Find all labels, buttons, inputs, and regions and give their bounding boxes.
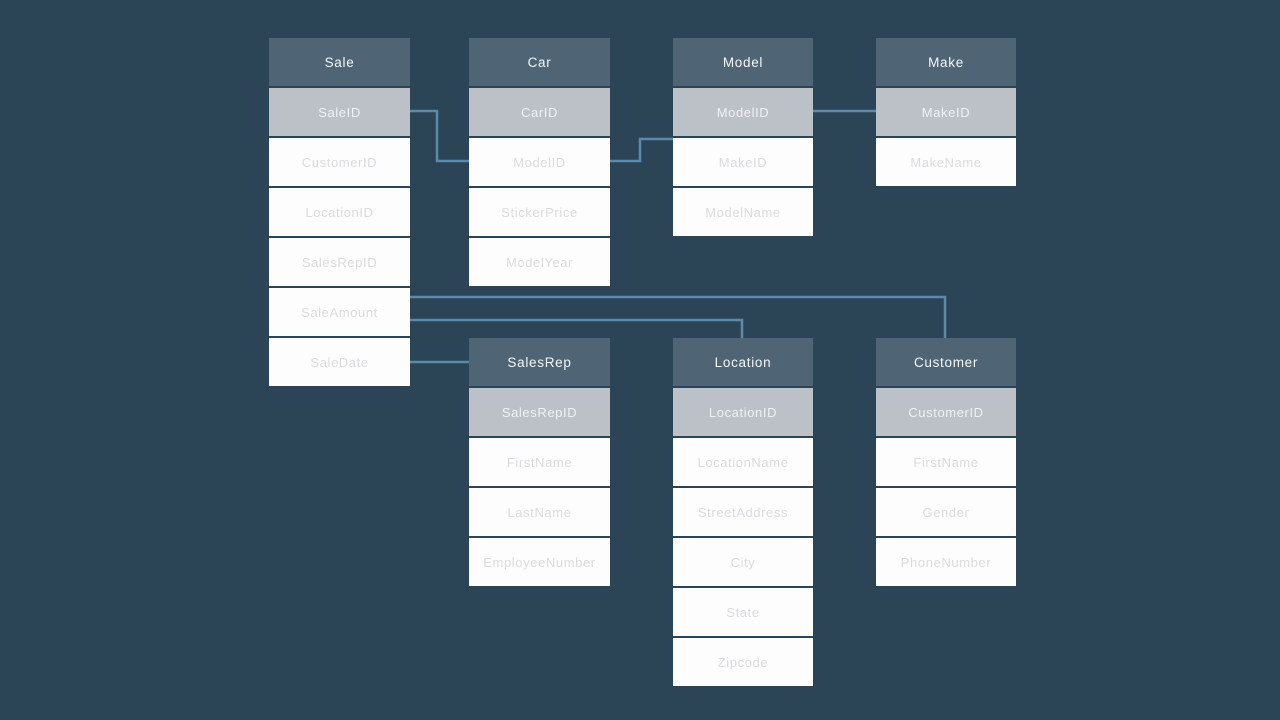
field-label: StickerPrice <box>501 204 578 220</box>
table-header: Car <box>469 38 610 86</box>
field-salesrep-salesrepid: SalesRepID <box>469 388 610 436</box>
field-label: State <box>726 604 760 620</box>
field-label: ModelID <box>716 104 770 120</box>
field-customer-firstname: FirstName <box>876 438 1016 486</box>
field-rows: MakeID MakeName <box>876 88 1016 186</box>
field-label: Gender <box>922 504 970 520</box>
field-label: ModelYear <box>505 254 574 270</box>
field-label: FirstName <box>506 454 573 470</box>
table-header: Sale <box>269 38 410 86</box>
field-sale-saleid: SaleID <box>269 88 410 136</box>
field-label: MakeID <box>718 154 768 170</box>
field-location-streetaddress: StreetAddress <box>673 488 813 536</box>
field-salesrep-firstname: FirstName <box>469 438 610 486</box>
field-label: SaleDate <box>310 354 369 370</box>
field-salesrep-lastname: LastName <box>469 488 610 536</box>
field-label: CustomerID <box>301 154 378 170</box>
connector-car-model <box>610 137 673 163</box>
field-location-locationname: LocationName <box>673 438 813 486</box>
field-label: ModelName <box>705 204 781 220</box>
field-sale-customerid: CustomerID <box>269 138 410 186</box>
field-make-makeid: MakeID <box>876 88 1016 136</box>
field-sale-locationid: LocationID <box>269 188 410 236</box>
field-label: FirstName <box>913 454 979 470</box>
table-location: Location LocationID LocationName StreetA… <box>673 338 813 688</box>
field-rows: SaleID CustomerID LocationID SalesRepID … <box>269 88 410 386</box>
table-title: Sale <box>324 54 355 70</box>
field-model-modelid: ModelID <box>673 88 813 136</box>
field-label: LocationName <box>697 454 789 470</box>
connector-sale-car <box>410 109 469 163</box>
field-label: StreetAddress <box>697 504 789 520</box>
field-label: CustomerID <box>908 404 984 420</box>
field-customer-gender: Gender <box>876 488 1016 536</box>
connector-sale-location <box>410 318 744 338</box>
table-car: Car CarID ModelID StickerPrice ModelYear <box>469 38 610 288</box>
field-label: SalesRepID <box>301 254 378 270</box>
table-title: Make <box>928 54 964 70</box>
field-rows: SalesRepID FirstName LastName EmployeeNu… <box>469 388 610 586</box>
field-label: ModelID <box>513 154 566 170</box>
field-label: CarID <box>521 104 558 120</box>
table-title: Model <box>722 54 764 70</box>
table-header: Location <box>673 338 813 386</box>
field-label: PhoneNumber <box>900 554 992 570</box>
field-location-city: City <box>673 538 813 586</box>
field-label: SaleAmount <box>301 304 378 320</box>
field-customer-customerid: CustomerID <box>876 388 1016 436</box>
field-car-modelyear: ModelYear <box>469 238 610 286</box>
field-customer-phonenumber: PhoneNumber <box>876 538 1016 586</box>
field-label: MakeName <box>910 154 982 170</box>
table-sale: Sale SaleID CustomerID LocationID SalesR… <box>269 38 410 388</box>
field-label: Zipcode <box>717 654 769 670</box>
table-customer: Customer CustomerID FirstName Gender Pho… <box>876 338 1016 588</box>
field-label: LastName <box>507 504 572 520</box>
field-sale-salesrepid: SalesRepID <box>269 238 410 286</box>
table-title: Car <box>527 54 552 70</box>
table-title: Customer <box>913 354 979 370</box>
field-rows: CustomerID FirstName Gender PhoneNumber <box>876 388 1016 586</box>
field-label: SaleID <box>318 104 361 120</box>
field-label: MakeID <box>921 104 971 120</box>
field-rows: ModelID MakeID ModelName <box>673 88 813 236</box>
field-label: SalesRepID <box>501 404 578 420</box>
field-car-modelid: ModelID <box>469 138 610 186</box>
field-make-makename: MakeName <box>876 138 1016 186</box>
field-label: LocationID <box>305 204 374 220</box>
table-model: Model ModelID MakeID ModelName <box>673 38 813 238</box>
field-location-state: State <box>673 588 813 636</box>
field-car-carid: CarID <box>469 88 610 136</box>
field-car-stickerprice: StickerPrice <box>469 188 610 236</box>
field-label: City <box>730 554 756 570</box>
field-model-makeid: MakeID <box>673 138 813 186</box>
table-salesrep: SalesRep SalesRepID FirstName LastName E… <box>469 338 610 588</box>
table-title: SalesRep <box>507 354 572 370</box>
field-label: EmployeeNumber <box>483 554 596 570</box>
field-label: LocationID <box>708 404 778 420</box>
table-make: Make MakeID MakeName <box>876 38 1016 188</box>
field-model-modelname: ModelName <box>673 188 813 236</box>
connector-sale-customer <box>410 295 947 338</box>
field-location-zipcode: Zipcode <box>673 638 813 686</box>
table-header: SalesRep <box>469 338 610 386</box>
table-header: Make <box>876 38 1016 86</box>
field-salesrep-employeenumber: EmployeeNumber <box>469 538 610 586</box>
field-sale-saledate: SaleDate <box>269 338 410 386</box>
field-sale-saleamount: SaleAmount <box>269 288 410 336</box>
table-title: Location <box>714 354 772 370</box>
table-header: Customer <box>876 338 1016 386</box>
field-location-locationid: LocationID <box>673 388 813 436</box>
table-header: Model <box>673 38 813 86</box>
field-rows: LocationID LocationName StreetAddress Ci… <box>673 388 813 686</box>
field-rows: CarID ModelID StickerPrice ModelYear <box>469 88 610 286</box>
